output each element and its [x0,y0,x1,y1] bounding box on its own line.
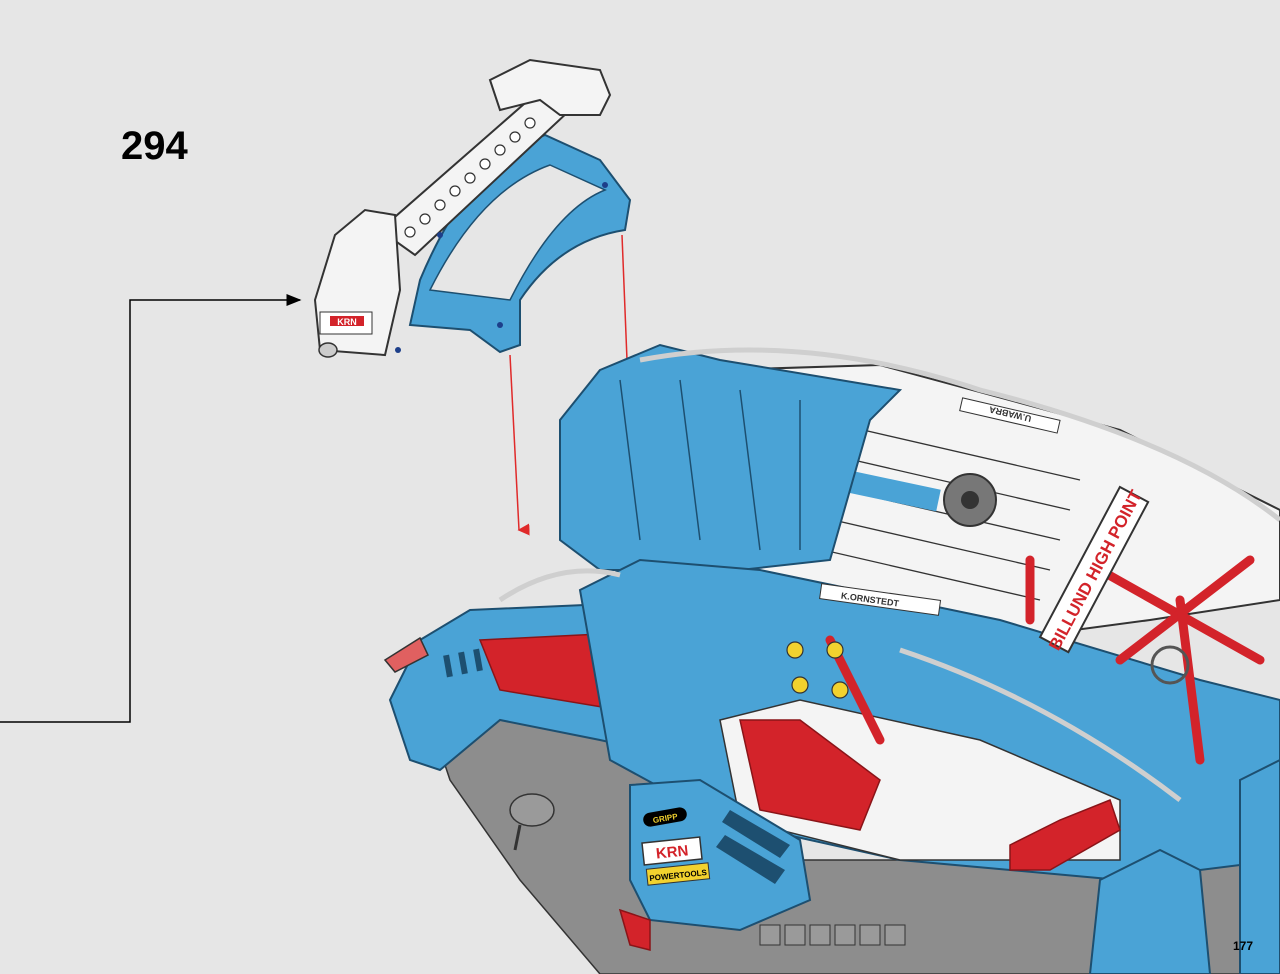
decal-krn-logo: KRN [655,842,689,862]
assembly-arrow-left [509,354,530,536]
callout-arrow [0,294,302,723]
page-number: 177 [1233,939,1254,953]
steering-wheel-icon [1150,645,1190,685]
step-number: 294 [121,124,188,168]
sub-assembly-part: KRN [313,58,632,358]
car-model: BILLUND HIGH POINT K.ORNSTEDT U.WABRA KR… [383,343,1280,974]
decal-gripp: GRIPP [652,812,679,825]
decal-krn-small: KRN [337,317,357,327]
